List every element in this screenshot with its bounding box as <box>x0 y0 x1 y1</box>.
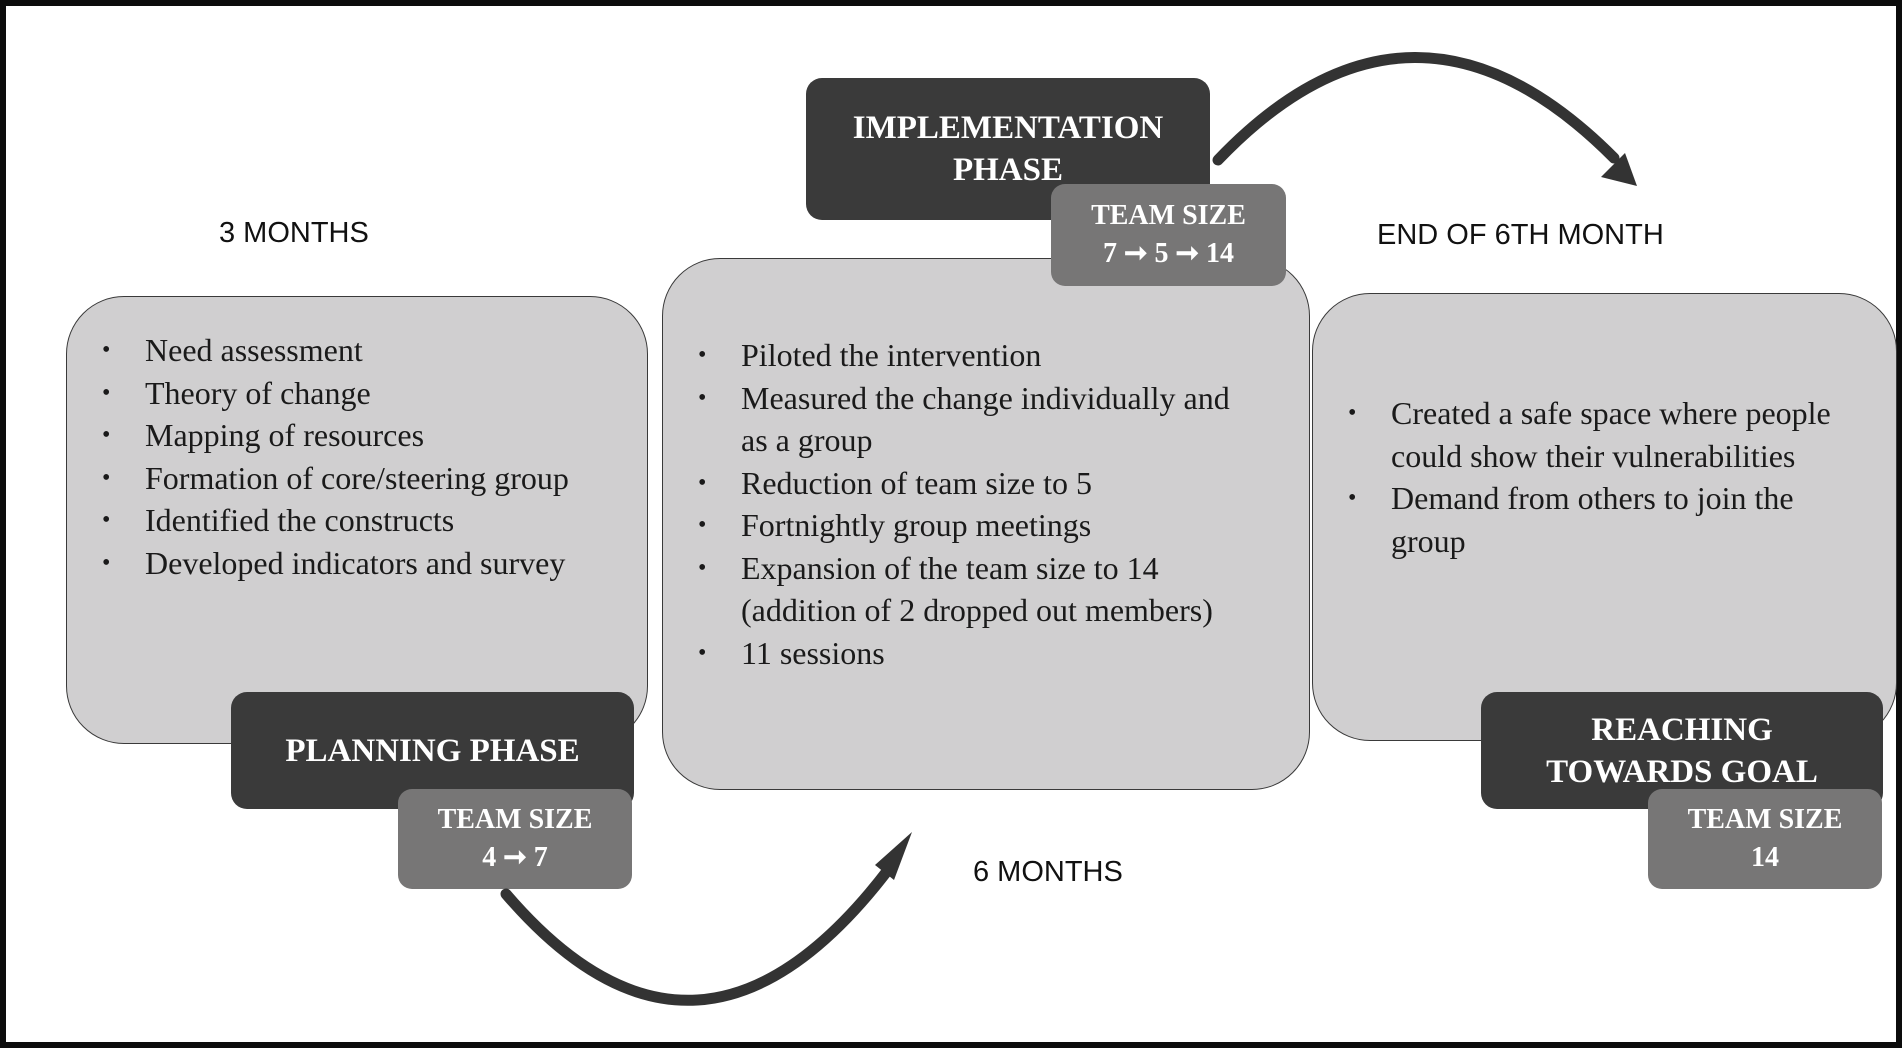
implementation-phase-title: IMPLEMENTATION PHASE <box>806 78 1210 220</box>
goal-team-size-box: TEAM SIZE 14 <box>1648 789 1882 889</box>
planning-duration-label: 3 MONTHS <box>219 217 369 249</box>
implementation-duration-label: 6 MONTHS <box>973 856 1123 888</box>
implementation-phase-title-line1: IMPLEMENTATION <box>852 110 1164 146</box>
flow-arrows <box>500 52 1637 1006</box>
planning-item: Formation of core/steering group <box>102 457 585 500</box>
goal-phase-title-line1: REACHING <box>1591 711 1773 748</box>
implementation-to-goal-arrowhead <box>1601 153 1637 186</box>
planning-to-implementation-arrowhead <box>875 832 912 880</box>
planning-team-size-label: TEAM SIZE <box>437 804 593 835</box>
planning-item: Theory of change <box>102 372 585 415</box>
implementation-to-goal-arrow <box>1212 52 1620 166</box>
planning-item: Need assessment <box>102 329 585 372</box>
goal-team-size-value: 14 <box>1751 842 1779 873</box>
implementation-card: Piloted the intervention Measured the ch… <box>662 258 1310 790</box>
planning-activity-list: Need assessment Theory of change Mapping… <box>67 329 585 584</box>
goal-team-size-label: TEAM SIZE <box>1687 804 1843 835</box>
implementation-item: 11 sessions <box>698 632 1261 675</box>
planning-phase-title-text: PLANNING PHASE <box>285 732 580 769</box>
implementation-item: Measured the change individually and as … <box>698 377 1261 462</box>
goal-outcome-list: Created a safe space where people could … <box>1313 392 1871 562</box>
planning-team-size-box: TEAM SIZE 4 ➞ 7 <box>398 789 632 889</box>
planning-item: Identified the constructs <box>102 499 585 542</box>
goal-phase-title-line2: TOWARDS GOAL <box>1546 753 1818 790</box>
goal-item: Created a safe space where people could … <box>1348 392 1871 477</box>
implementation-item: Piloted the intervention <box>698 334 1261 377</box>
goal-item: Demand from others to join the group <box>1348 477 1871 562</box>
planning-team-size-value: 4 ➞ 7 <box>482 842 548 873</box>
implementation-team-size-value: 7 ➞ 5 ➞ 14 <box>1103 238 1234 269</box>
planning-card: Need assessment Theory of change Mapping… <box>66 296 648 744</box>
planning-item: Developed indicators and survey <box>102 542 585 585</box>
implementation-item: Reduction of team size to 5 <box>698 462 1261 505</box>
implementation-item: Expansion of the team size to 14 (additi… <box>698 547 1261 632</box>
goal-card: Created a safe space where people could … <box>1312 293 1897 741</box>
planning-to-implementation-arrow <box>500 864 894 1006</box>
implementation-activity-list: Piloted the intervention Measured the ch… <box>663 334 1261 674</box>
implementation-team-size-label: TEAM SIZE <box>1091 200 1246 231</box>
implementation-phase-title-line2: PHASE <box>952 152 1064 188</box>
implementation-team-size-box: TEAM SIZE 7 ➞ 5 ➞ 14 <box>1051 184 1286 286</box>
planning-item: Mapping of resources <box>102 414 585 457</box>
implementation-item: Fortnightly group meetings <box>698 504 1261 547</box>
goal-duration-label: END OF 6TH MONTH <box>1377 219 1664 251</box>
